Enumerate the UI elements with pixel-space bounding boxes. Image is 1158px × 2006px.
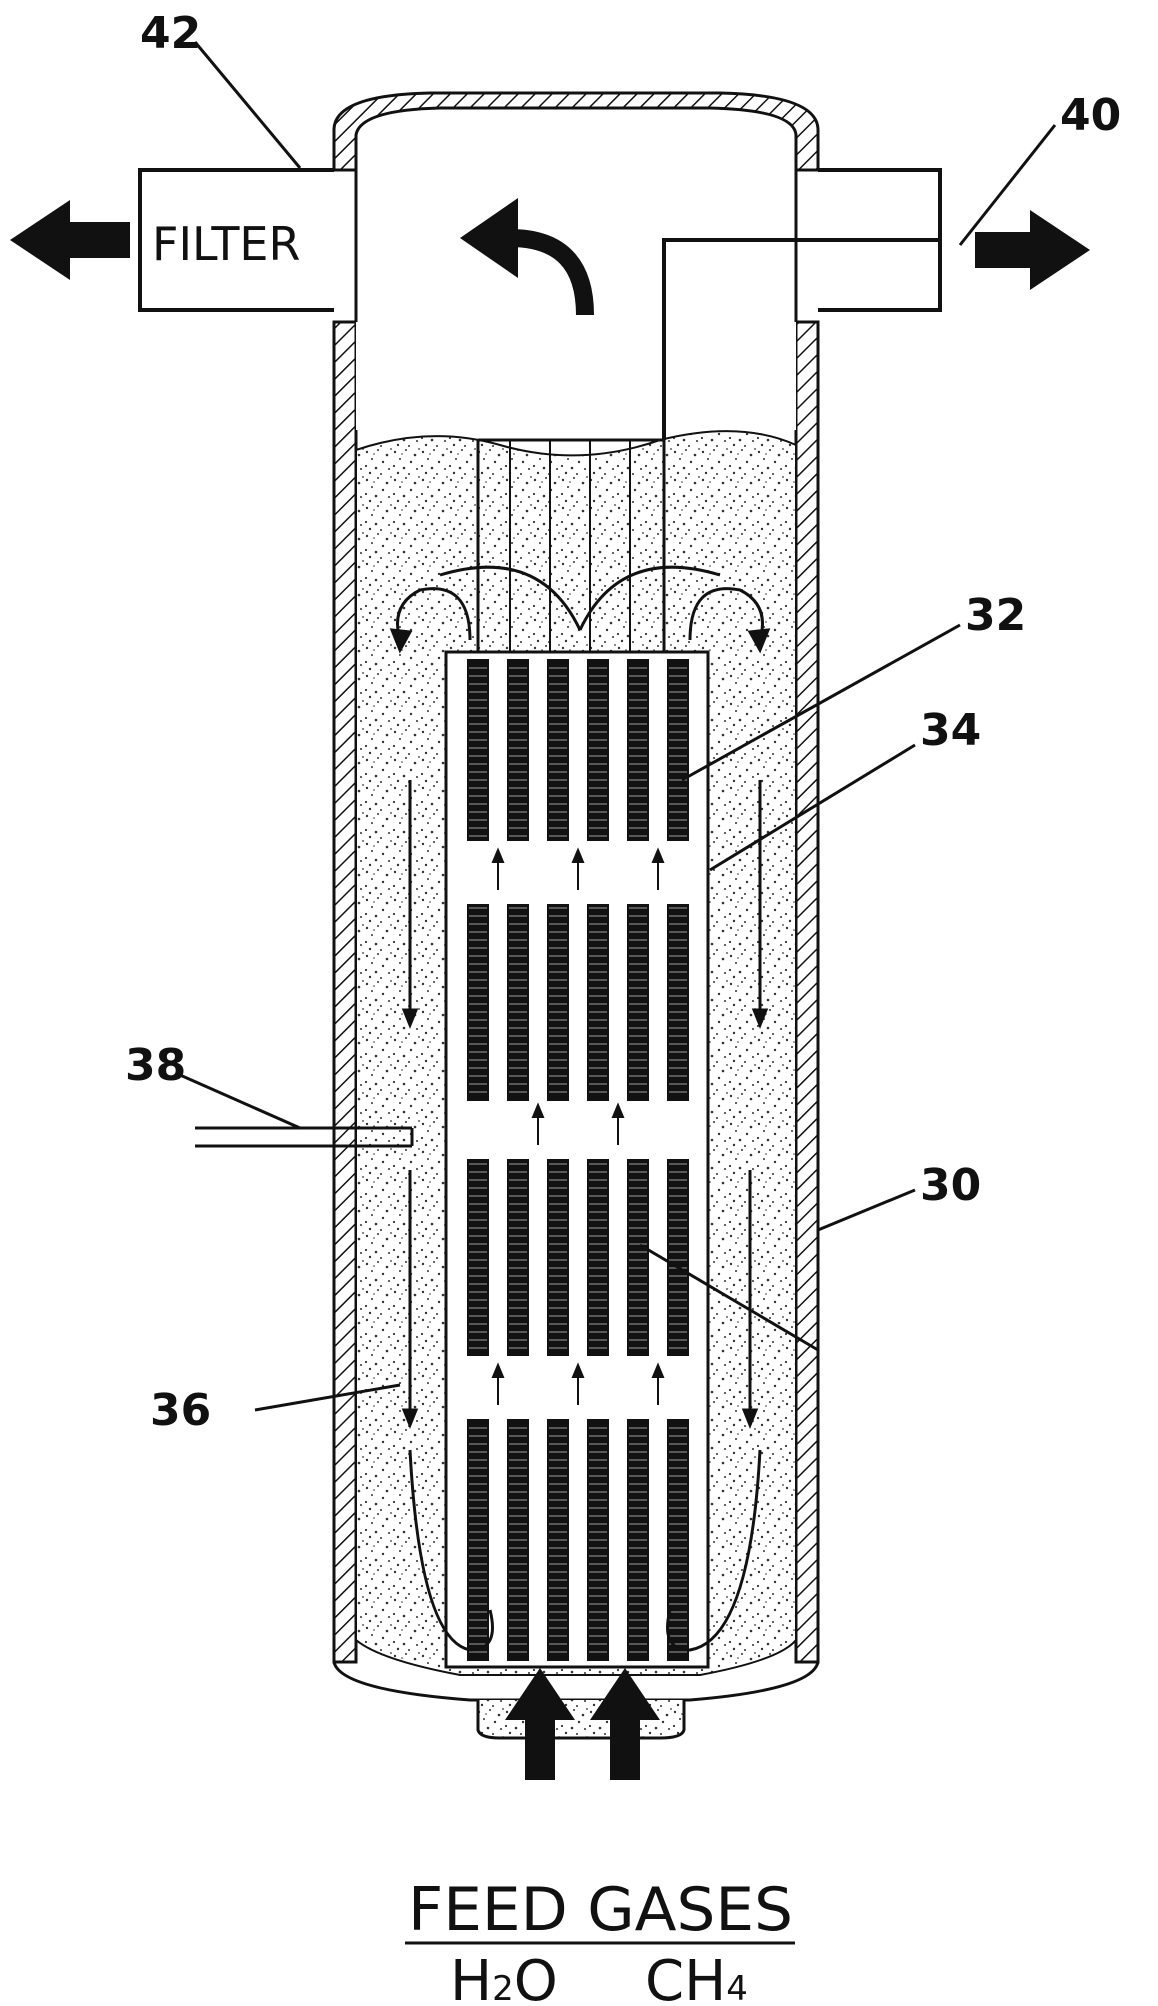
feed-gases-caption: FEED GASES H2O CH4	[405, 1875, 795, 2006]
filter-label: FILTER	[152, 217, 300, 271]
label-42: 42	[140, 8, 201, 59]
label-40: 40	[1060, 90, 1121, 141]
label-30: 30	[920, 1160, 981, 1211]
left-outlet-arrow	[10, 200, 130, 280]
caption-h2o: H2O	[450, 1949, 558, 2006]
caption-ch4: CH4	[645, 1949, 748, 2006]
label-36: 36	[150, 1385, 211, 1436]
label-34: 34	[920, 705, 981, 756]
caption-title: FEED GASES	[408, 1875, 793, 1945]
label-32: 32	[965, 590, 1026, 641]
label-38: 38	[125, 1040, 186, 1091]
filter-outlet-nozzle: FILTER	[10, 170, 334, 310]
right-outlet-arrow	[975, 210, 1090, 290]
